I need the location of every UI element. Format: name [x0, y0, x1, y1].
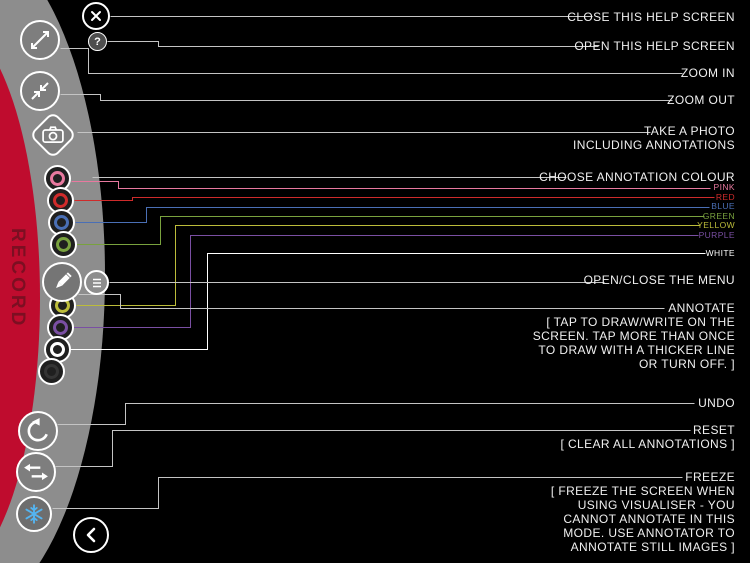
label-freeze: FREEZE [ FREEZE THE SCREEN WHEN USING VI…	[551, 470, 735, 554]
colour-swatch-green[interactable]	[49, 230, 77, 258]
record-label: RECORD	[7, 228, 28, 329]
purple-ring-icon	[52, 319, 68, 335]
label-freeze-line4: MODE. USE ANNOTATOR TO	[563, 526, 735, 540]
label-close-help: CLOSE THIS HELP SCREEN	[567, 10, 735, 24]
label-freeze-line3: CANNOT ANNOTATE IN THIS	[563, 512, 735, 526]
freeze-button[interactable]	[16, 496, 52, 532]
label-annotate-line1: [ TAP TO DRAW/WRITE ON THE	[546, 315, 735, 329]
label-yellow: YELLOW	[697, 220, 735, 230]
back-button[interactable]	[73, 517, 109, 553]
label-reset: RESET [ CLEAR ALL ANNOTATIONS ]	[561, 423, 736, 451]
connector-pink	[71, 181, 711, 189]
chevron-left-icon	[86, 527, 96, 543]
hamburger-menu-icon	[92, 278, 101, 287]
blue-ring-icon	[53, 214, 69, 230]
reset-button[interactable]	[16, 452, 56, 492]
colour-swatch-white[interactable]	[43, 335, 71, 363]
connector-zoom-in	[60, 48, 683, 74]
label-menu: OPEN/CLOSE THE MENU	[583, 273, 735, 287]
connector-zoom-out	[60, 94, 673, 101]
label-reset-line1: [ CLEAR ALL ANNOTATIONS ]	[560, 437, 735, 451]
help-icon: ?	[94, 35, 101, 48]
label-green: GREEN	[702, 210, 735, 221]
undo-button[interactable]	[18, 411, 58, 451]
green-ring-icon	[55, 236, 71, 252]
black-ring-icon	[43, 363, 59, 379]
label-zoom-in: ZOOM IN	[680, 66, 735, 80]
label-take-photo-line2: INCLUDING ANNOTATIONS	[573, 138, 735, 152]
label-annotate-line2: SCREEN. TAP MORE THAN ONCE	[532, 329, 735, 343]
close-help-button[interactable]	[82, 2, 110, 30]
label-annotate-line4: OR TURN OFF. ]	[638, 357, 735, 371]
zoom-out-icon	[31, 82, 49, 100]
label-freeze-title: FREEZE	[685, 470, 735, 484]
label-freeze-line1: [ FREEZE THE SCREEN WHEN	[550, 484, 735, 498]
undo-arrow-icon	[27, 418, 48, 442]
label-annotate: ANNOTATE [ TAP TO DRAW/WRITE ON THE SCRE…	[533, 301, 735, 371]
colour-swatch-red[interactable]	[46, 186, 74, 214]
colour-name-labels: PINK RED BLUE GREEN YELLOW PURPLE	[697, 182, 735, 240]
label-annotate-line3: TO DRAW WITH A THICKER LINE	[538, 343, 735, 357]
zoom-in-icon	[31, 31, 49, 49]
zoom-in-button[interactable]	[20, 20, 60, 60]
label-freeze-line2: USING VISUALISER - YOU	[577, 498, 735, 512]
connector-red	[74, 197, 715, 201]
connector-green	[76, 216, 705, 245]
label-choose-colour: CHOOSE ANNOTATION COLOUR	[539, 170, 735, 184]
label-white: WHITE	[705, 248, 735, 258]
label-blue: BLUE	[711, 201, 735, 211]
annotate-button[interactable]	[42, 262, 82, 302]
connector-purple	[73, 235, 699, 328]
connector-open-help	[107, 41, 599, 47]
connector-blue	[75, 207, 710, 223]
label-take-photo-line1: TAKE A PHOTO	[643, 124, 735, 138]
label-freeze-line5: ANNOTATE STILL IMAGES ]	[570, 540, 735, 554]
connector-white	[70, 253, 706, 350]
pink-ring-icon	[49, 170, 65, 186]
connector-reset	[55, 430, 691, 467]
snowflake-icon	[25, 504, 43, 524]
label-reset-title: RESET	[692, 423, 735, 437]
red-ring-icon	[52, 192, 68, 208]
connector-freeze	[52, 477, 683, 509]
close-icon	[91, 11, 101, 21]
label-take-photo: TAKE A PHOTO INCLUDING ANNOTATIONS	[573, 124, 735, 152]
label-zoom-out: ZOOM OUT	[667, 93, 735, 107]
label-pink: PINK	[713, 182, 735, 192]
white-ring-icon	[49, 341, 65, 357]
menu-button[interactable]	[84, 270, 109, 295]
label-undo: UNDO	[698, 396, 735, 410]
connector-undo	[57, 403, 695, 425]
label-open-help: OPEN THIS HELP SCREEN	[574, 39, 735, 53]
camera-icon	[42, 126, 64, 144]
pencil-icon	[56, 272, 72, 288]
connector-yellow	[76, 225, 701, 306]
label-annotate-title: ANNOTATE	[668, 301, 735, 315]
colour-swatch-black[interactable]	[37, 357, 65, 385]
open-help-button[interactable]: ?	[88, 32, 107, 51]
label-red: RED	[715, 191, 735, 202]
take-photo-button[interactable]	[28, 110, 78, 160]
label-purple: PURPLE	[698, 229, 735, 240]
reset-arrows-icon	[24, 463, 48, 481]
zoom-out-button[interactable]	[20, 71, 60, 111]
